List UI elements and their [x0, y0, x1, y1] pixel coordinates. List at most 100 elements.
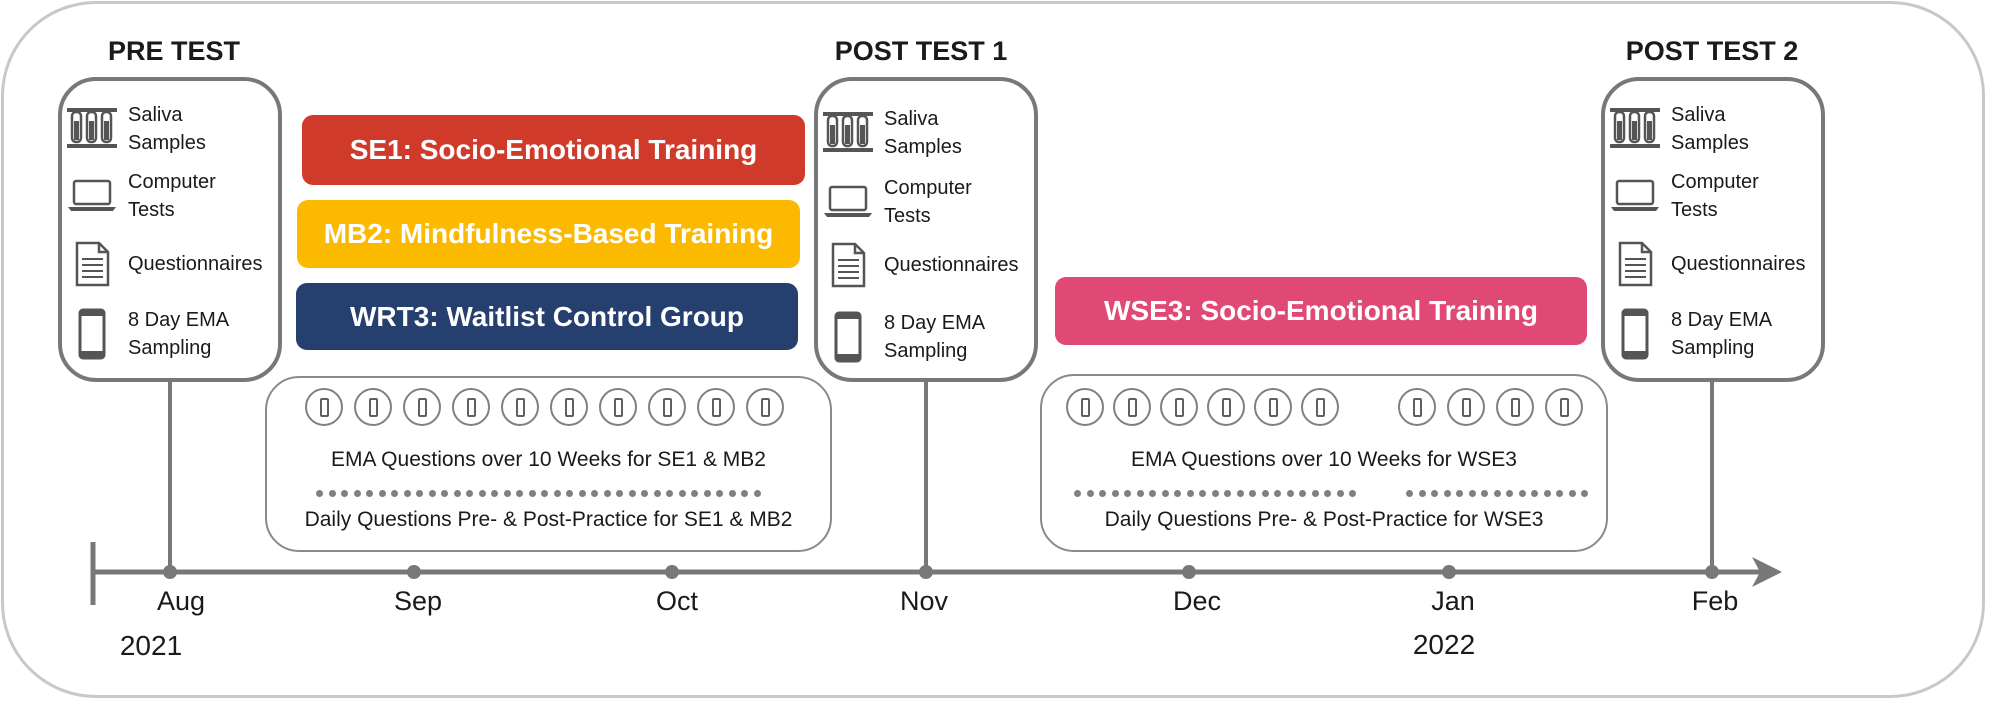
stage-title-post-test-2: POST TEST 2	[1625, 36, 1799, 66]
phone-circle	[746, 388, 784, 426]
month-label-oct: Oct	[655, 586, 699, 616]
measure-list-pre-test: Saliva Samples Computer Tests Questionna…	[58, 77, 282, 382]
dotted-separator-right	[1406, 490, 1588, 498]
laptop-icon	[1607, 178, 1663, 214]
test-tubes-icon	[64, 106, 120, 152]
measure-ema: 8 Day EMA Sampling	[1607, 306, 1772, 362]
month-label-feb: Feb	[1691, 586, 1739, 616]
dotted-separator	[316, 490, 761, 498]
month-label-nov: Nov	[899, 586, 949, 616]
phone-icon	[1559, 397, 1569, 417]
phone-circle	[305, 388, 343, 426]
month-marker-aug	[163, 565, 177, 579]
phone-icon	[1174, 397, 1184, 417]
phone-circle	[1398, 388, 1436, 426]
laptop-icon	[820, 184, 876, 220]
phone-icon	[1080, 397, 1090, 417]
laptop-icon	[64, 178, 120, 214]
phone-icon	[1268, 397, 1278, 417]
measure-label: Saliva Samples	[128, 104, 206, 154]
measure-label: Questionnaires	[1671, 253, 1806, 275]
phone-circle	[501, 388, 539, 426]
phone-circle	[1160, 388, 1198, 426]
document-icon	[1607, 241, 1663, 287]
measure-ema: 8 Day EMA Sampling	[64, 306, 229, 362]
measure-ema: 8 Day EMA Sampling	[820, 309, 985, 365]
smartphone-icon	[1607, 308, 1663, 360]
measure-questionnaires: Questionnaires	[64, 241, 263, 287]
month-label-aug: Aug	[156, 586, 206, 616]
measure-questionnaires: Questionnaires	[820, 242, 1019, 288]
document-icon	[64, 241, 120, 287]
phone-icon	[368, 397, 378, 417]
phone-circle-row-left	[1066, 388, 1339, 426]
phone-circle	[1066, 388, 1104, 426]
phone-icon	[613, 397, 623, 417]
month-marker-oct	[665, 565, 679, 579]
month-marker-feb	[1705, 565, 1719, 579]
phone-icon	[662, 397, 672, 417]
phone-circle	[599, 388, 637, 426]
phone-circle-row	[305, 388, 784, 426]
dotted-separator-left	[1074, 490, 1356, 498]
ema-box-wse3: EMA Questions over 10 Weeks for WSE3 Dai…	[1040, 374, 1608, 552]
phone-circle	[452, 388, 490, 426]
measure-label: 8 Day EMA Sampling	[1671, 309, 1773, 359]
month-label-sep: Sep	[393, 586, 443, 616]
year-label-2022: 2022	[1412, 629, 1476, 660]
ema-daily-text: Daily Questions Pre- & Post-Practice for…	[1104, 508, 1544, 531]
month-marker-jan	[1442, 565, 1456, 579]
phone-circle	[550, 388, 588, 426]
phone-icon	[1510, 397, 1520, 417]
stage-title-pre-test: PRE TEST	[107, 36, 241, 66]
phone-icon	[417, 397, 427, 417]
measure-label: Saliva Samples	[1671, 104, 1749, 154]
ema-daily-text: Daily Questions Pre- & Post-Practice for…	[304, 508, 793, 531]
month-label-jan: Jan	[1431, 586, 1475, 616]
phone-circle	[1496, 388, 1534, 426]
measure-computer: Computer Tests	[64, 168, 216, 224]
phone-circle	[648, 388, 686, 426]
phone-icon	[1461, 397, 1471, 417]
measure-label: Saliva Samples	[884, 108, 962, 158]
month-marker-dec	[1182, 565, 1196, 579]
phone-circle	[1447, 388, 1485, 426]
smartphone-icon	[64, 308, 120, 360]
phone-circle	[1113, 388, 1151, 426]
phone-circle	[1545, 388, 1583, 426]
phone-icon	[319, 397, 329, 417]
phone-circle	[697, 388, 735, 426]
measure-questionnaires: Questionnaires	[1607, 241, 1806, 287]
phone-icon	[564, 397, 574, 417]
measure-label: 8 Day EMA Sampling	[128, 309, 230, 359]
training-bar-wse3: WSE3: Socio-Emotional Training	[1055, 277, 1587, 345]
measure-label: 8 Day EMA Sampling	[884, 312, 986, 362]
ema-weekly-text: EMA Questions over 10 Weeks for WSE3	[1131, 448, 1517, 471]
test-tubes-icon	[820, 110, 876, 156]
timeline-arrowhead	[1752, 557, 1782, 587]
phone-icon	[1412, 397, 1422, 417]
measure-list-post-test-2: Saliva Samples Computer Tests Questionna…	[1601, 77, 1825, 382]
training-bar-wrt3: WRT3: Waitlist Control Group	[296, 283, 798, 350]
phone-circle	[1301, 388, 1339, 426]
measure-label: Questionnaires	[128, 253, 263, 275]
month-marker-sep	[407, 565, 421, 579]
phone-icon	[1127, 397, 1137, 417]
stage-title-post-test-1: POST TEST 1	[834, 36, 1008, 66]
phone-circle-row-right	[1398, 388, 1583, 426]
training-bar-se1: SE1: Socio-Emotional Training	[302, 115, 805, 185]
phone-icon	[1221, 397, 1231, 417]
measure-label: Computer Tests	[1671, 171, 1759, 221]
smartphone-icon	[820, 311, 876, 363]
document-icon	[820, 242, 876, 288]
phone-circle	[1207, 388, 1245, 426]
ema-box-se1-mb2: EMA Questions over 10 Weeks for SE1 & MB…	[265, 376, 832, 552]
measure-saliva: Saliva Samples	[820, 105, 962, 161]
phone-circle	[403, 388, 441, 426]
measure-label: Computer Tests	[128, 171, 216, 221]
month-marker-nov	[919, 565, 933, 579]
phone-icon	[711, 397, 721, 417]
year-label-2021: 2021	[119, 630, 183, 661]
